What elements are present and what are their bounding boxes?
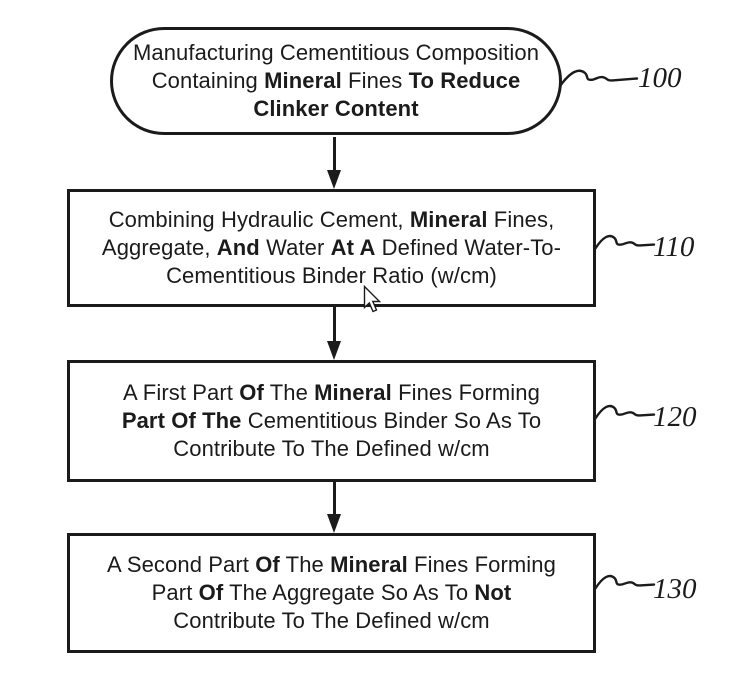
arrowhead-down-icon bbox=[327, 514, 341, 533]
arrow-110-to-120 bbox=[325, 307, 344, 360]
leader-line-100 bbox=[559, 69, 639, 88]
leader-line-130 bbox=[594, 574, 656, 591]
arrow-120-to-130 bbox=[325, 482, 344, 533]
arrowhead-down-icon bbox=[327, 341, 341, 360]
flow-step-130-text: A Second Part Of The Mineral Fines Formi… bbox=[107, 552, 556, 633]
flow-step-130: A Second Part Of The Mineral Fines Formi… bbox=[67, 533, 596, 653]
ref-numeral-100: 100 bbox=[638, 62, 682, 94]
mouse-cursor-icon bbox=[363, 285, 382, 313]
arrow-shaft bbox=[333, 137, 336, 172]
ref-numeral-120: 120 bbox=[653, 401, 697, 433]
flow-step-110: Combining Hydraulic Cement, Mineral Fine… bbox=[67, 189, 596, 307]
arrow-100-to-110 bbox=[325, 137, 344, 189]
ref-numeral-110: 110 bbox=[653, 231, 695, 263]
arrowhead-down-icon bbox=[327, 170, 341, 189]
leader-line-120 bbox=[594, 404, 656, 421]
leader-line-110 bbox=[594, 234, 656, 251]
ref-numeral-130: 130 bbox=[653, 573, 697, 605]
flow-step-120: A First Part Of The Mineral Fines Formin… bbox=[67, 360, 596, 482]
arrow-shaft bbox=[333, 482, 336, 516]
flow-step-110-text: Combining Hydraulic Cement, Mineral Fine… bbox=[101, 207, 562, 288]
arrow-shaft bbox=[333, 307, 336, 343]
flow-step-120-text: A First Part Of The Mineral Fines Formin… bbox=[121, 380, 542, 461]
